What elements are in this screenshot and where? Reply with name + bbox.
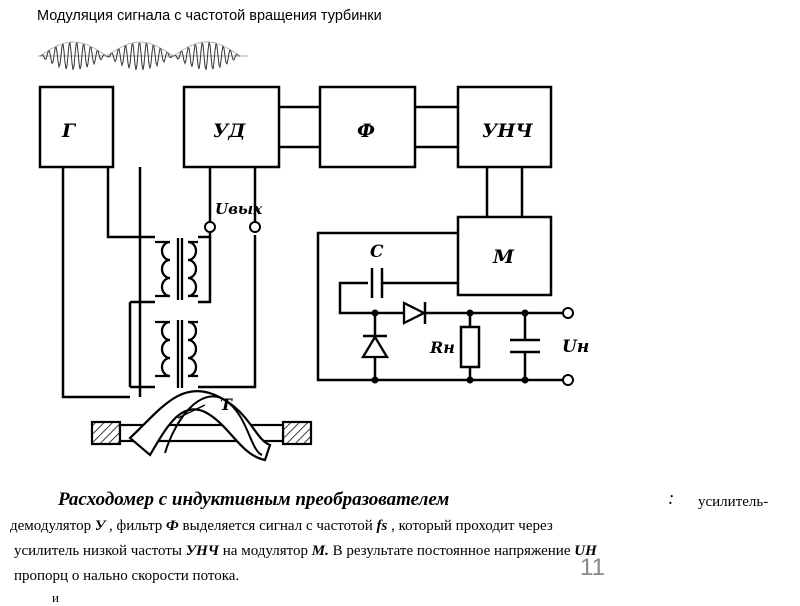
caption-line4: пропорц о нально скорости потока. [14,568,240,584]
filter-block [318,85,417,169]
modulator-label: М [492,246,515,268]
amplifier-demodulator-block [182,85,281,169]
resistor-label: Rн [429,338,455,357]
caption-line2: демодулятор У , фильтр Ф выделяется сигн… [10,518,553,534]
caption-colon: : [668,488,675,509]
page-number: 11 [580,554,605,581]
filter-label: Ф [357,120,375,142]
modulated-signal-icon [38,40,248,70]
capacitor-label: C [370,242,384,262]
caption-line1-tail: усилитель- [698,494,769,510]
generator-label: Г [61,120,77,142]
cut-off-text: и [52,590,59,605]
uvyh-label: Uвых [215,200,263,218]
page-title: Модуляция сигнала с частотой вращения ту… [37,8,382,24]
unch-label: УНЧ [482,120,533,142]
caption-line3: усилитель низкой частоты УНЧ на модулято… [14,543,597,559]
output-voltage-label: Uн [562,337,589,357]
turbine-label: T [220,395,233,414]
generator-block [38,85,115,169]
caption-heading: Расходомер с индуктивным преобразователе… [58,489,450,510]
ud-label: УД [213,120,246,142]
modulator-block [456,215,553,297]
lf-amplifier-block [456,85,553,169]
flowmeter-circuit-diagram: Г УД Ф УНЧ М Uвых C Rн Uн T [38,85,589,462]
